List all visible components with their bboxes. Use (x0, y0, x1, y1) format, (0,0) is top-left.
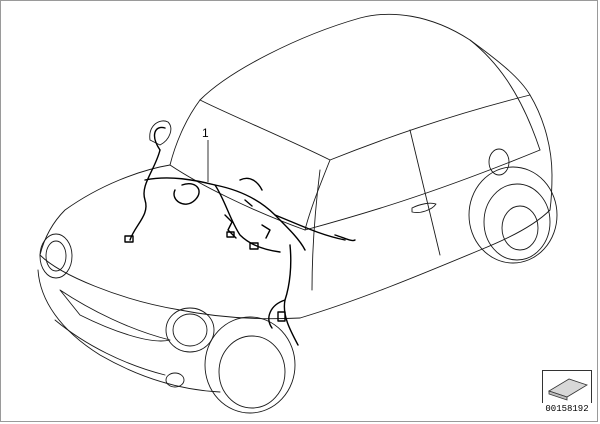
lower-grille (54, 319, 166, 376)
mirror (149, 120, 172, 146)
windshield-top (199, 99, 331, 161)
harness-door-branch (274, 214, 346, 241)
windshield-left (169, 99, 201, 166)
door-rear (409, 129, 441, 256)
front-wheel (218, 335, 286, 409)
harness-sensor-lead (239, 177, 263, 191)
front-bumper (37, 269, 221, 393)
harness-floor-branch (268, 299, 286, 329)
document-stack-icon (548, 378, 588, 401)
windshield-right (304, 159, 331, 231)
rocker (299, 209, 551, 319)
side-window-line (304, 149, 541, 231)
rear-hub (501, 205, 539, 251)
hood-crease (169, 164, 306, 231)
harness-bulkhead-branch (214, 184, 281, 253)
roof-rear-edge (329, 94, 531, 161)
harness-connector-c (277, 311, 286, 322)
rear-body (529, 94, 553, 211)
harness-end-lead (334, 234, 356, 242)
headlight-right-inner (172, 313, 208, 347)
grille (59, 289, 171, 342)
rear-window (469, 39, 541, 151)
front-wheel-arch (204, 316, 296, 414)
door-handle (411, 202, 437, 213)
hood-outline (39, 164, 171, 256)
harness-main-trunk (129, 149, 161, 241)
roof-outline (199, 13, 531, 101)
fuel-cap (488, 148, 510, 176)
door-line (311, 169, 321, 291)
fog-light (165, 372, 185, 388)
headlight-right (165, 307, 215, 353)
harness-connector-cluster (224, 199, 271, 239)
harness-connector-d (124, 235, 134, 243)
rear-wheel-arch (468, 166, 558, 264)
harness-connector-b (249, 242, 259, 250)
headlight-left (39, 233, 73, 279)
callout-label: 1 (202, 126, 209, 140)
headlight-left-inner (45, 240, 67, 272)
harness-connector-a (226, 231, 235, 238)
harness-mirror-lead (153, 126, 166, 151)
harness-loop (173, 183, 200, 205)
rear-wheel (483, 183, 551, 261)
reference-number: 00158192 (542, 403, 592, 415)
harness-cross-branch (144, 177, 306, 251)
